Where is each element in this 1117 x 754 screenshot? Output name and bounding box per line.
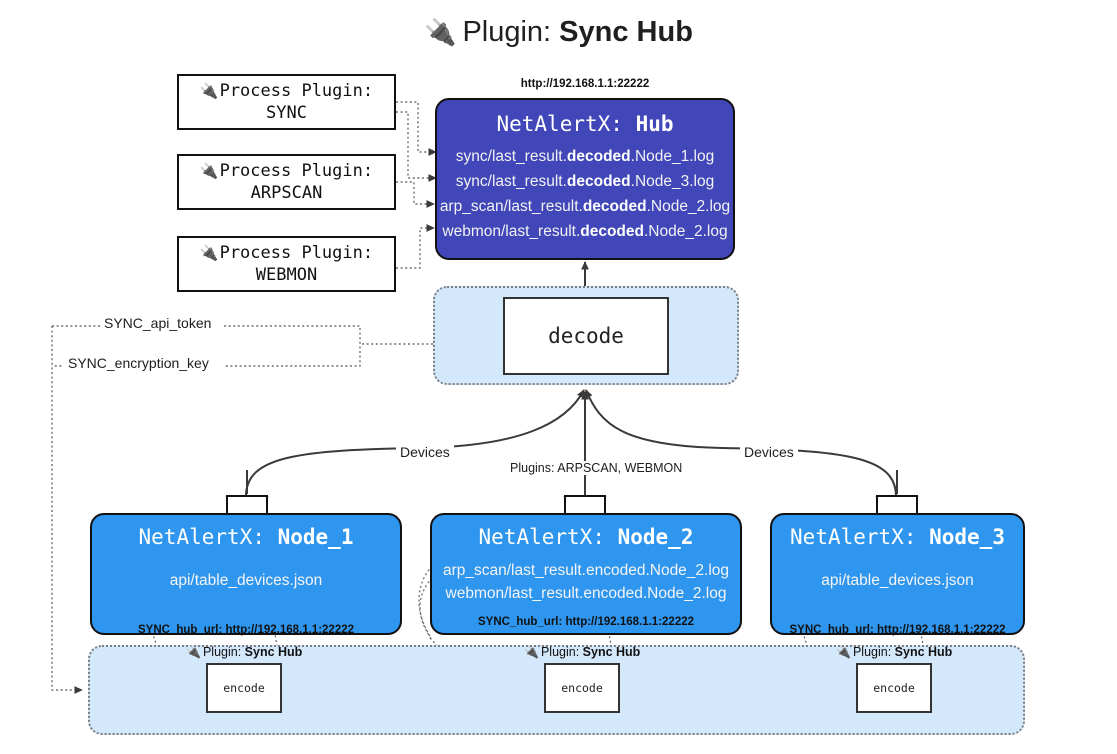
plug-icon: 🔌 (836, 645, 851, 659)
node-footer: SYNC_hub_url: http://192.168.1.1:22222 (477, 615, 695, 628)
title-name: Sync Hub (559, 16, 693, 48)
encode-plugin-caption-1: 🔌Plugin: Sync Hub (186, 645, 303, 659)
process-plugin-label: Process Plugin: (219, 80, 374, 101)
node-footer: SYNC_hub_url: http://192.168.1.1:22222 (137, 624, 355, 637)
setting-sync-api-token: SYNC_api_token (100, 315, 216, 331)
node-box-node-2[interactable]: NetAlertX: Node_2 arp_scan/last_result.e… (430, 513, 742, 635)
node-footer: SYNC_hub_url: http://192.168.1.1:22222 (789, 624, 1006, 637)
process-plugin-label: Process Plugin: (219, 160, 374, 181)
hub-log-line: sync/last_result.decoded.Node_3.log (455, 173, 715, 191)
node-line: arp_scan/last_result.encoded.Node_2.log (442, 562, 730, 579)
node-line: api/table_devices.json (169, 572, 323, 589)
plug-icon: 🔌 (199, 161, 219, 180)
setting-sync-encryption-key: SYNC_encryption_key (64, 355, 213, 371)
node-box-node-1[interactable]: NetAlertX: Node_1 api/table_devices.json… (90, 513, 402, 637)
decode-box[interactable]: decode (503, 297, 669, 375)
edge-label-plugins: Plugins: ARPSCAN, WEBMON (506, 461, 687, 475)
plug-icon: 🔌 (199, 243, 219, 262)
encode-plugin-caption-2: 🔌Plugin: Sync Hub (524, 645, 641, 659)
edge-label-devices-left: Devices (396, 444, 454, 460)
title-prefix: Plugin: (462, 16, 560, 48)
page-title: 🔌Plugin: Sync Hub (0, 16, 1117, 49)
encode-box-1[interactable]: encode (206, 663, 282, 713)
node-line: api/table_devices.json (821, 572, 974, 589)
node-title: NetAlertX: Node_3 (790, 525, 1005, 549)
process-plugin-name: SYNC (266, 103, 307, 123)
node-line: webmon/last_result.encoded.Node_2.log (445, 585, 727, 603)
edge-label-devices-right: Devices (740, 444, 798, 460)
hub-node[interactable]: NetAlertX: Hub sync/last_result.decoded.… (435, 98, 735, 260)
node-box-node-3[interactable]: NetAlertX: Node_3 api/table_devices.json… (770, 513, 1025, 637)
process-plugin-arpscan[interactable]: 🔌Process Plugin: ARPSCAN (177, 154, 396, 210)
process-plugin-webmon[interactable]: 🔌Process Plugin: WEBMON (177, 236, 396, 292)
node-title: NetAlertX: Node_2 (478, 525, 694, 549)
plug-icon: 🔌 (199, 81, 219, 100)
process-plugin-label: Process Plugin: (219, 242, 374, 263)
encode-box-3[interactable]: encode (856, 663, 932, 713)
hub-log-line: arp_scan/last_result.decoded.Node_2.log (439, 198, 731, 216)
process-plugin-name: WEBMON (255, 265, 318, 285)
plug-icon: 🔌 (186, 645, 201, 659)
encode-box-2[interactable]: encode (544, 663, 620, 713)
process-plugin-sync[interactable]: 🔌Process Plugin: SYNC (177, 74, 396, 130)
hub-url-label: http://192.168.1.1:22222 (520, 78, 650, 90)
hub-log-line: sync/last_result.decoded.Node_1.log (455, 148, 715, 165)
encode-plugin-caption-3: 🔌Plugin: Sync Hub (836, 645, 953, 659)
plug-icon: 🔌 (424, 17, 457, 47)
plug-icon: 🔌 (524, 645, 539, 659)
node-title: NetAlertX: Node_1 (138, 525, 354, 549)
process-plugin-name: ARPSCAN (250, 183, 323, 203)
hub-log-line: webmon/last_result.decoded.Node_2.log (442, 223, 728, 241)
hub-title: NetAlertX: Hub (496, 112, 674, 136)
